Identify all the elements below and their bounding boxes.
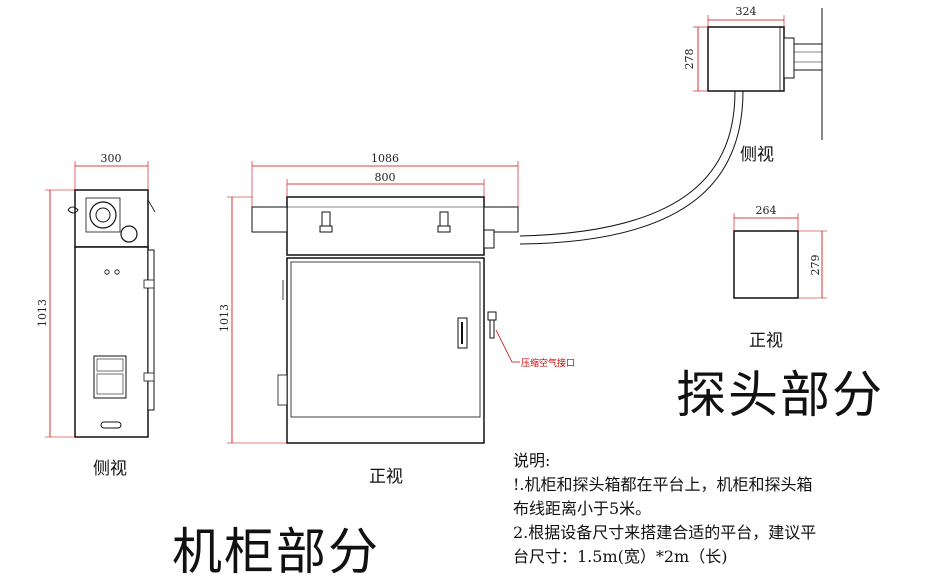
cabinet-side-height-dim: 1013 bbox=[36, 299, 49, 327]
probe-section-title: 探头部分 bbox=[676, 366, 884, 424]
air-inlet-label: 压缩空气接口 bbox=[521, 359, 576, 369]
cabinet-front-view-label: 正视 bbox=[369, 467, 403, 487]
notes-line-1: !.机柜和探头箱都在平台上，机柜和探头箱 bbox=[513, 475, 813, 494]
probe-side-view bbox=[693, 8, 823, 140]
cabinet-side-view bbox=[45, 161, 156, 438]
cabinet-section-title: 机柜部分 bbox=[172, 523, 380, 581]
cabinet-body-width-dim: 800 bbox=[375, 171, 396, 184]
signal-cable bbox=[519, 90, 744, 245]
probe-front-view-label: 正视 bbox=[749, 331, 783, 351]
notes-line-2: 布线距离小于5米。 bbox=[513, 499, 652, 518]
notes-heading: 说明: bbox=[513, 451, 551, 470]
cabinet-side-view-label: 侧视 bbox=[93, 459, 127, 479]
cabinet-side-width-dim: 300 bbox=[101, 152, 122, 165]
notes-line-3: 2.根据设备尺寸来搭建合适的平台，建议平 bbox=[513, 523, 817, 542]
notes-block: 说明: !.机柜和探头箱都在平台上，机柜和探头箱 布线距离小于5米。 2.根据设… bbox=[513, 449, 923, 569]
probe-front-width-dim: 264 bbox=[756, 204, 777, 217]
probe-side-view-label: 侧视 bbox=[740, 145, 774, 165]
probe-front-height-dim: 279 bbox=[809, 255, 822, 276]
cabinet-front-view bbox=[227, 161, 520, 444]
cabinet-total-width-dim: 1086 bbox=[371, 152, 399, 165]
probe-front-view bbox=[733, 213, 827, 299]
notes-line-4: 台尺寸：1.5m(宽）*2m（长) bbox=[513, 547, 728, 566]
probe-side-height-dim: 278 bbox=[683, 49, 696, 70]
cabinet-front-height-dim: 1013 bbox=[218, 304, 231, 332]
probe-side-width-dim: 324 bbox=[736, 5, 757, 18]
